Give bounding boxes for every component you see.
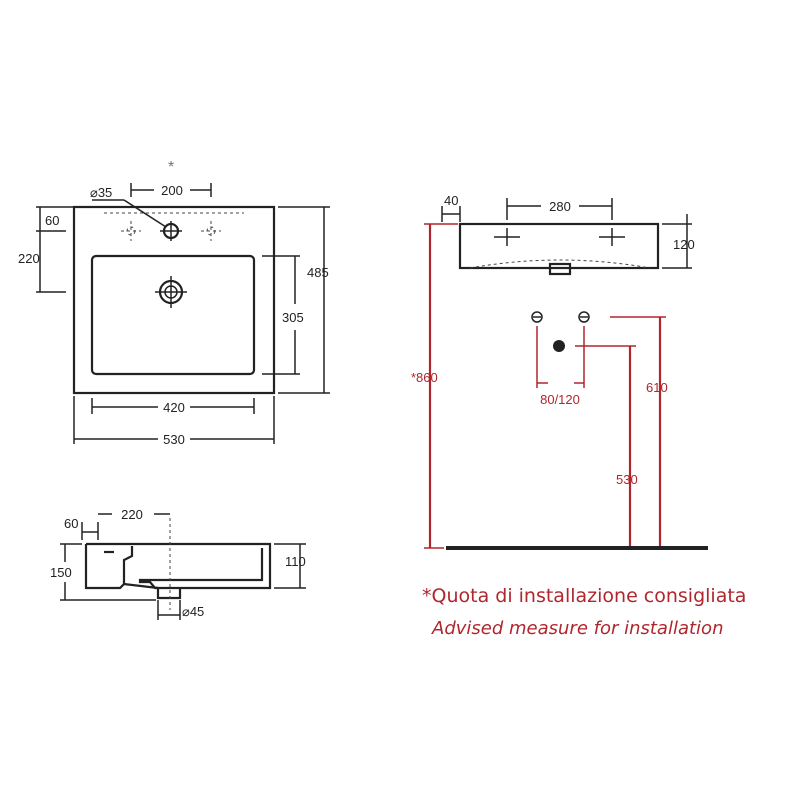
leader-line: [123, 199, 167, 228]
front-basin-outline: [458, 222, 660, 270]
dim-overall-depth: 485: [307, 265, 329, 280]
section-left-wall: [84, 544, 134, 590]
note-italian: *Quota di installazione consigliata: [422, 585, 746, 607]
dim-tap-spacing: 200: [161, 183, 183, 198]
front-dim-supply-spacing: 80/120: [540, 392, 580, 407]
front-waste-outlet: [548, 262, 572, 276]
front-dim-side-offset: 40: [444, 193, 458, 208]
waste-pipe-icon: [553, 340, 565, 352]
dim-back-to-bowl: 220: [18, 251, 40, 266]
front-dim-supply-height: 610: [646, 380, 668, 395]
note-english: Advised measure for installation: [431, 618, 723, 639]
tap-hole-icon: [160, 221, 182, 241]
front-dim-tap-spacing: 280: [549, 199, 571, 214]
dim-edge-to-tap: 60: [45, 213, 59, 228]
front-tap-left-icon: [494, 228, 520, 246]
optional-hole-right-icon: [201, 221, 221, 241]
dim-line-tap-spacing: [130, 183, 212, 197]
section-dim-total-height: 150: [50, 565, 72, 580]
section-view: 60 220 150 110 ⌀45: [50, 507, 306, 620]
dim-bowl-width: 420: [163, 400, 185, 415]
front-dim-install-height: *860: [411, 370, 438, 385]
basin-outline: [72, 205, 276, 395]
optional-hole-left-icon: [121, 221, 141, 241]
front-bowl-hidden-line: [469, 259, 651, 269]
drain-icon: [155, 276, 187, 308]
section-right-wall: [86, 542, 272, 590]
top-view-star-marker: *: [168, 159, 174, 176]
dim-hole-diameter: ⌀35: [90, 185, 112, 200]
bowl-outline: [90, 254, 256, 376]
section-dim-waste-position: 220: [121, 507, 143, 522]
top-view: *: [18, 159, 330, 447]
front-view: 40 280 120 *860 80/1: [411, 193, 708, 550]
dim-overall-width: 530: [163, 432, 185, 447]
section-dim-rim-height: 110: [285, 554, 306, 569]
front-dim-waste-height: 530: [616, 472, 638, 487]
section-dim-waste-diameter: ⌀45: [182, 604, 204, 619]
section-dim-edge-offset: 60: [64, 516, 78, 531]
section-waste-outlet: [123, 582, 182, 600]
front-dim-height: 120: [673, 237, 695, 252]
supply-pipe-left-icon: [531, 311, 543, 323]
dim-bowl-depth: 305: [282, 310, 304, 325]
supply-pipe-right-icon: [578, 311, 590, 323]
front-tap-right-icon: [599, 228, 625, 246]
